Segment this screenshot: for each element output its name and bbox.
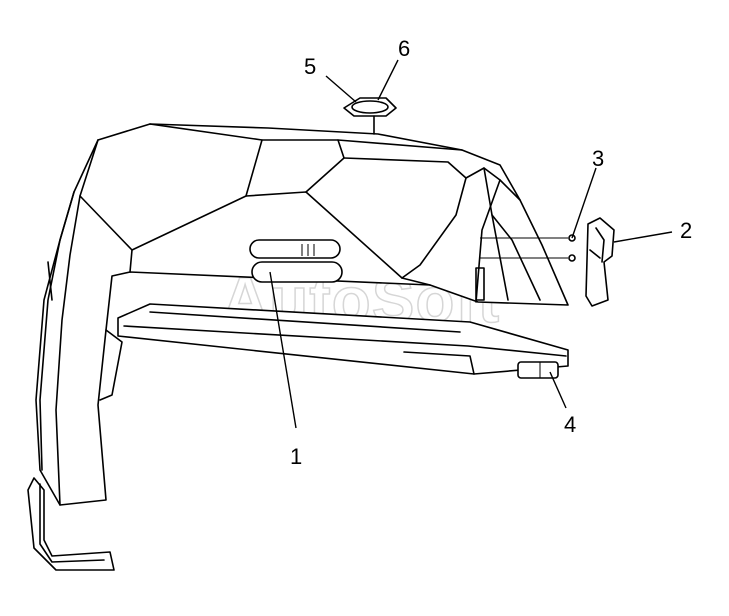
callout-5: 5 <box>304 54 316 79</box>
latch-part <box>585 217 615 307</box>
upper-slot <box>249 239 341 259</box>
leader-lines <box>269 59 673 429</box>
rail-end-cap <box>517 361 559 379</box>
callout-2: 2 <box>680 218 692 243</box>
cap-fitting <box>343 97 397 135</box>
lower-slot <box>251 261 343 283</box>
step-rail <box>117 303 569 379</box>
callout-3: 3 <box>592 146 604 171</box>
screws <box>568 234 576 262</box>
callout-6: 6 <box>398 36 410 61</box>
callout-4: 4 <box>564 412 576 437</box>
callout-1: 1 <box>290 444 302 469</box>
fender-shell <box>27 123 569 571</box>
